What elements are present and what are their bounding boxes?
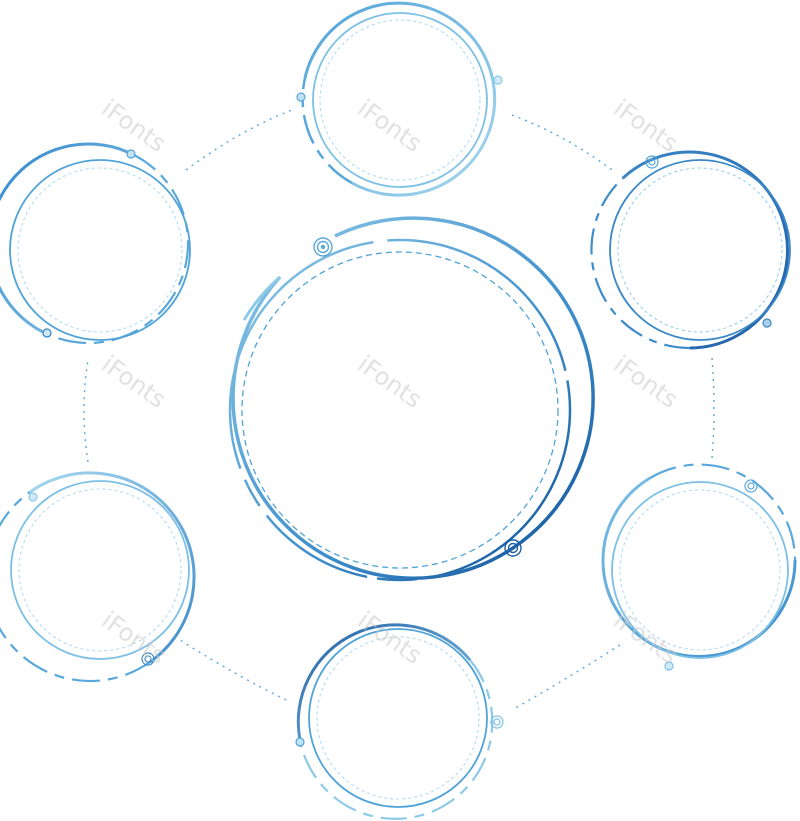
watermark: iFonts: [353, 94, 428, 158]
node-dot-icon: [664, 661, 674, 671]
watermark: iFonts: [97, 606, 172, 670]
target-icon: [744, 479, 758, 493]
connector-top-upper-right: [511, 114, 613, 171]
node-lower-right: [601, 463, 797, 671]
target-icon: [141, 652, 155, 666]
watermark: iFonts: [97, 94, 172, 158]
connector-top-upper-left: [185, 109, 293, 171]
node-lower-left: [0, 471, 196, 683]
target-icon: [504, 539, 522, 557]
target-icon: [490, 715, 504, 729]
node-dot-icon: [493, 75, 503, 85]
node-upper-right: [590, 150, 791, 350]
node-bottom: [295, 623, 504, 820]
center-circle: [228, 216, 595, 582]
watermark: iFonts: [609, 94, 684, 158]
node-dot-icon: [295, 737, 305, 747]
node-upper-left: [0, 142, 191, 345]
connector-lines: [83, 109, 715, 711]
node-dot-icon: [762, 318, 772, 328]
node-top: [296, 1, 503, 197]
watermark: iFonts: [609, 350, 684, 414]
watermark: iFonts: [353, 350, 428, 414]
watermark-group: iFonts iFonts iFonts iFonts iFonts iFont…: [97, 94, 684, 670]
connector-bottom-lower-left: [179, 639, 287, 701]
target-icon: [313, 237, 333, 257]
connector-lower-right-bottom: [511, 644, 621, 711]
target-icon: [645, 155, 659, 169]
watermark: iFonts: [97, 350, 172, 414]
node-dot-icon: [28, 492, 38, 502]
watermark: iFonts: [353, 606, 428, 670]
node-dot-icon: [42, 328, 52, 338]
node-dot-icon: [126, 149, 136, 159]
connector-lower-left-upper-left: [83, 359, 89, 463]
node-dot-icon: [296, 92, 306, 102]
watermark: iFonts: [609, 606, 684, 670]
connector-upper-right-lower-right: [711, 357, 715, 459]
